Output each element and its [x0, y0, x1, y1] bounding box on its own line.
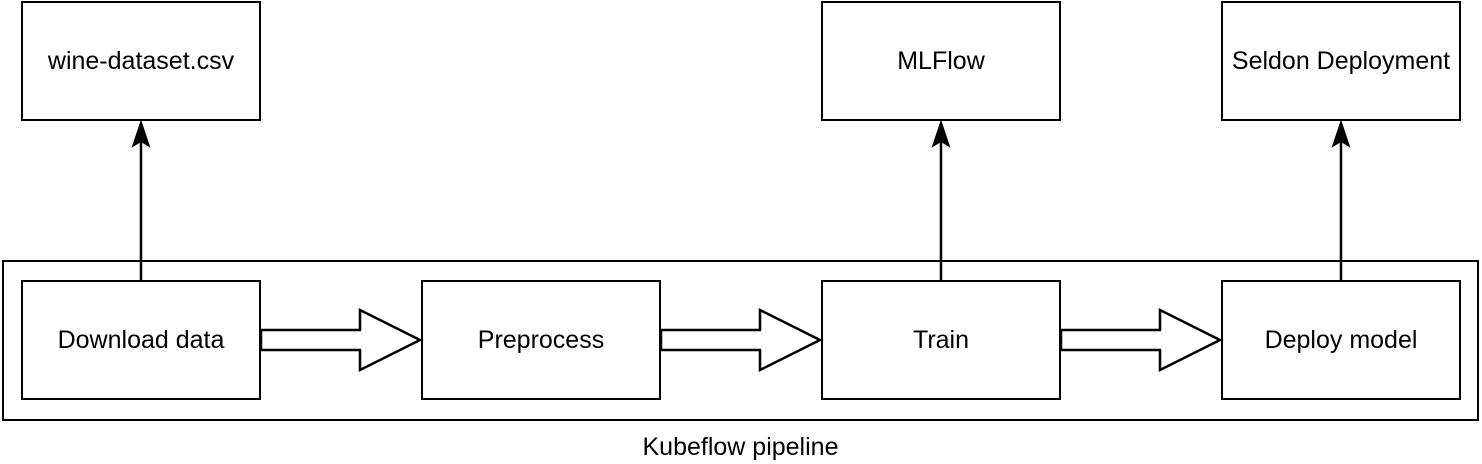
step-label: Preprocess	[477, 326, 605, 354]
pipeline-caption: Kubeflow pipeline	[642, 433, 839, 461]
node-label: Seldon Deployment	[1231, 47, 1451, 75]
arrow-download-to-wine-dataset-icon	[131, 119, 151, 281]
node-mlflow: MLFlow	[821, 1, 1061, 121]
step-deploy-model: Deploy model	[1221, 280, 1461, 400]
step-label: Download data	[57, 326, 225, 354]
kubeflow-pipeline-group-box	[2, 260, 1479, 421]
step-train: Train	[821, 280, 1061, 400]
step-preprocess: Preprocess	[421, 280, 661, 400]
step-label: Deploy model	[1264, 326, 1418, 354]
arrow-deploy-to-seldon-icon	[1331, 119, 1351, 281]
node-label: wine-dataset.csv	[47, 47, 235, 75]
step-label: Train	[912, 326, 970, 354]
step-download-data: Download data	[21, 280, 261, 400]
node-seldon-deployment: Seldon Deployment	[1221, 1, 1461, 121]
arrow-train-to-mlflow-icon	[931, 119, 951, 281]
node-wine-dataset-csv: wine-dataset.csv	[21, 1, 261, 121]
node-label: MLFlow	[897, 47, 985, 75]
